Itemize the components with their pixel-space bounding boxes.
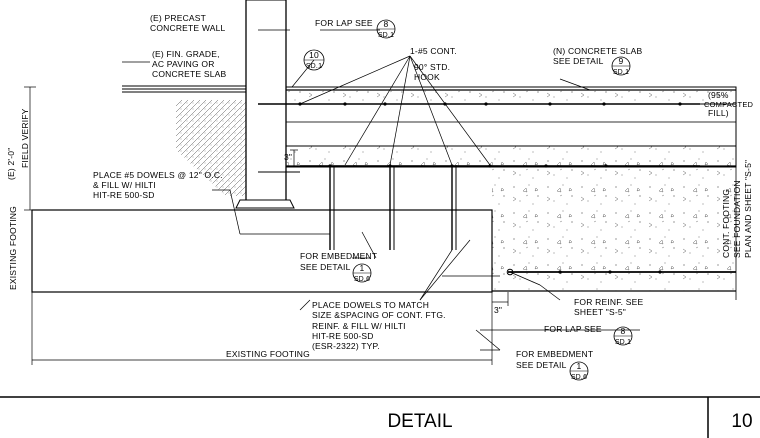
svg-text:HIT-RE 500-SD: HIT-RE 500-SD — [93, 190, 155, 200]
svg-text:FOR EMBEDMENT: FOR EMBEDMENT — [516, 349, 593, 359]
ref-bubble-lap-bottom: 8 SD.1 — [613, 326, 633, 346]
note-embed-lower: FOR EMBEDMENT SEE DETAIL — [516, 349, 593, 370]
ref-bubble-slab: 9 SD.1 — [611, 56, 631, 76]
note-lap-bottom: FOR LAP SEE — [544, 324, 602, 334]
note-place-dowels: PLACE DOWELS TO MATCH SIZE &SPACING OF C… — [312, 300, 446, 351]
existing-footing-label: EXISTING FOOTING — [226, 349, 310, 359]
ref-bubble-lap-top: 8 SD.1 — [376, 19, 396, 39]
existing-footing — [31, 209, 493, 293]
svg-text:PLACE DOWELS TO MATCH: PLACE DOWELS TO MATCH — [312, 300, 429, 310]
existing-soil-hatch — [176, 100, 246, 196]
dim-3-upper: 3" — [284, 152, 292, 162]
svg-text:SEE DETAIL: SEE DETAIL — [300, 262, 351, 272]
svg-text:(E) PRECAST: (E) PRECAST — [150, 13, 206, 23]
svg-text:COMPACTED: COMPACTED — [704, 100, 754, 109]
svg-text:1: 1 — [577, 361, 582, 371]
grout-pad — [235, 199, 295, 209]
svg-text:CONCRETE SLAB: CONCRETE SLAB — [152, 69, 227, 79]
svg-text:CONCRETE WALL: CONCRETE WALL — [150, 23, 226, 33]
svg-text:FOR REINF. SEE: FOR REINF. SEE — [574, 297, 644, 307]
svg-text:PLAN AND SHEET "S-5": PLAN AND SHEET "S-5" — [743, 160, 753, 258]
svg-text:SD.6: SD.6 — [571, 374, 587, 381]
ref-bubble-wall: 10 SD.1 — [303, 49, 325, 71]
svg-text:REINF. & FILL W/ HILTI: REINF. & FILL W/ HILTI — [312, 321, 406, 331]
svg-text:SD.1: SD.1 — [613, 69, 629, 76]
leader-lines — [122, 29, 640, 351]
title-block: DETAIL 10 — [0, 396, 760, 438]
svg-text:FOR EMBEDMENT: FOR EMBEDMENT — [300, 251, 377, 261]
svg-text:SHEET "S-5": SHEET "S-5" — [574, 307, 626, 317]
note-lap-top: FOR LAP SEE — [315, 18, 373, 28]
svg-text:(95%: (95% — [708, 90, 729, 100]
svg-text:SD.1: SD.1 — [378, 32, 394, 39]
svg-text:8: 8 — [384, 19, 389, 29]
detail-number: 10 — [731, 411, 752, 432]
field-verify: FIELD VERIFY — [20, 108, 30, 168]
note-embed-upper: FOR EMBEDMENT SEE DETAIL — [300, 251, 377, 272]
svg-text:9: 9 — [619, 56, 624, 66]
svg-text:HOOK: HOOK — [414, 72, 440, 82]
svg-text:1-#5 CONT.: 1-#5 CONT. — [410, 46, 457, 56]
svg-text:CONT. FOOTING: CONT. FOOTING — [721, 189, 731, 258]
svg-text:SD.6: SD.6 — [354, 276, 370, 283]
svg-text:90° STD.: 90° STD. — [414, 62, 450, 72]
svg-text:SEE DETAIL: SEE DETAIL — [516, 360, 567, 370]
svg-text:SIZE &SPACING OF CONT. FTG.: SIZE &SPACING OF CONT. FTG. — [312, 310, 446, 320]
note-cont-bar: 1-#5 CONT. 90° STD. HOOK — [410, 46, 457, 82]
note-compacted-fill: (95% COMPACTED FILL) — [704, 90, 754, 118]
svg-text:FILL): FILL) — [708, 108, 729, 118]
ref-bubble-embed-lower: 1 SD.6 — [569, 361, 589, 381]
dowels — [329, 166, 457, 250]
rebar-dots — [298, 102, 682, 274]
note-reinf: FOR REINF. SEE SHEET "S-5" — [574, 297, 644, 317]
note-fin-grade: (E) FIN. GRADE, AC PAVING OR CONCRETE SL… — [152, 49, 227, 79]
svg-text:& FILL W/ HILTI: & FILL W/ HILTI — [93, 180, 156, 190]
note-precast-wall: (E) PRECAST CONCRETE WALL — [150, 13, 226, 33]
note-dowels: PLACE #5 DOWELS @ 12" O.C. & FILL W/ HIL… — [93, 170, 223, 200]
note-concrete-slab: (N) CONCRETE SLAB SEE DETAIL — [553, 46, 642, 66]
svg-text:(E) FIN. GRADE,: (E) FIN. GRADE, — [152, 49, 220, 59]
svg-text:SD.1: SD.1 — [615, 339, 631, 346]
svg-text:8: 8 — [621, 326, 626, 336]
dim-depth: (E) 2'-0" — [6, 148, 16, 180]
svg-text:SD.1: SD.1 — [306, 63, 322, 70]
compacted-fill-layer — [285, 121, 737, 147]
svg-text:PLACE #5 DOWELS @ 12" O.C.: PLACE #5 DOWELS @ 12" O.C. — [93, 170, 223, 180]
dim-3-lower: 3" — [494, 305, 502, 315]
svg-text:HIT-RE 500-SD: HIT-RE 500-SD — [312, 331, 374, 341]
dimension-lines — [24, 86, 509, 365]
svg-text:(N) CONCRETE SLAB: (N) CONCRETE SLAB — [553, 46, 642, 56]
existing-footing-side-label: EXISTING FOOTING — [8, 206, 18, 290]
svg-text:SEE DETAIL: SEE DETAIL — [553, 56, 604, 66]
svg-text:(ESR-2322) TYP.: (ESR-2322) TYP. — [312, 341, 380, 351]
svg-text:SEE FOUNDATION: SEE FOUNDATION — [732, 180, 742, 258]
note-cont-footing: CONT. FOOTING SEE FOUNDATION PLAN AND SH… — [721, 160, 753, 258]
svg-text:AC PAVING OR: AC PAVING OR — [152, 59, 215, 69]
ref-bubble-embed-upper: 1 SD.6 — [352, 263, 372, 283]
svg-text:10: 10 — [309, 50, 319, 60]
detail-title: DETAIL — [387, 411, 452, 432]
svg-text:1: 1 — [360, 263, 365, 273]
continuous-footing — [492, 166, 736, 291]
